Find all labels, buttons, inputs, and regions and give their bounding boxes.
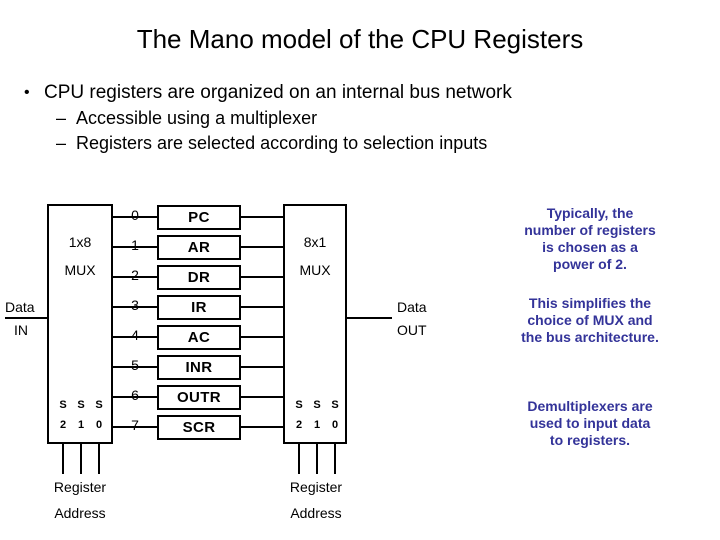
register-label: SCR	[182, 419, 216, 436]
right-register-address-caption-line2: Address	[290, 505, 342, 521]
port-index-2: 2	[131, 267, 139, 283]
bullet-list: • CPU registers are organized on an inte…	[14, 80, 704, 156]
left-mux-type-label: 1x8	[68, 234, 92, 250]
data-out-label-line1: Data	[397, 299, 427, 315]
port-index-0: 0	[131, 207, 139, 223]
register-to-mux-wire-5	[241, 366, 283, 368]
left-register-address-caption-line1: Register	[53, 479, 107, 495]
right-mux-select-number-0: 2	[295, 419, 303, 431]
right-mux-select-letter-2: S	[331, 399, 339, 411]
left-mux-select-wire-2	[98, 444, 100, 474]
left-mux-select-letter-0: S	[59, 399, 67, 411]
mux-to-register-wire-7	[113, 426, 157, 428]
port-index-3: 3	[131, 297, 139, 313]
bullet-level2-1-text: Registers are selected according to sele…	[76, 133, 488, 153]
left-mux-select-wire-0	[62, 444, 64, 474]
register-to-mux-wire-3	[241, 306, 283, 308]
register-box-pc: PC	[157, 205, 241, 230]
bullet-level2-1: – Registers are selected according to se…	[14, 131, 704, 156]
mux-to-register-wire-4	[113, 336, 157, 338]
bullet-dot-icon: •	[24, 84, 30, 101]
page-title: The Mano model of the CPU Registers	[136, 24, 584, 54]
port-index-7: 7	[131, 417, 139, 433]
register-label: DR	[187, 269, 211, 286]
register-box-dr: DR	[157, 265, 241, 290]
right-mux-box: 8x1 MUX	[283, 204, 347, 444]
register-to-mux-wire-0	[241, 216, 283, 218]
left-mux-select-number-0: 2	[59, 419, 67, 431]
register-box-ac: AC	[157, 325, 241, 350]
register-box-outr: OUTR	[157, 385, 241, 410]
data-out-label-line2: OUT	[397, 322, 427, 338]
data-in-label-line2: IN	[14, 322, 28, 338]
bullet-level2-0-text: Accessible using a multiplexer	[76, 108, 318, 128]
right-mux-select-number-2: 0	[331, 419, 339, 431]
register-to-mux-wire-6	[241, 396, 283, 398]
dash-marker-icon: –	[56, 133, 67, 153]
register-box-ir: IR	[157, 295, 241, 320]
right-mux-select-wire-1	[316, 444, 318, 474]
mux-to-register-wire-1	[113, 246, 157, 248]
bullet-level1-text: CPU registers are organized on an intern…	[44, 82, 512, 103]
left-mux-select-number-1: 1	[77, 419, 85, 431]
mux-to-register-wire-5	[113, 366, 157, 368]
register-box-inr: INR	[157, 355, 241, 380]
right-register-address-caption-line1: Register	[289, 479, 343, 495]
right-mux-select-letter-0: S	[295, 399, 303, 411]
port-index-4: 4	[131, 327, 139, 343]
left-mux-select-letter-2: S	[95, 399, 103, 411]
cpu-register-diagram: 1x8 MUX S S S 2 1 0 Register Address Dat…	[5, 204, 427, 521]
right-mux-name-label: MUX	[299, 262, 331, 278]
right-mux-select-wire-0	[298, 444, 300, 474]
register-to-mux-wire-4	[241, 336, 283, 338]
register-label: PC	[188, 209, 210, 226]
port-index-6: 6	[131, 387, 139, 403]
mux-to-register-wire-3	[113, 306, 157, 308]
mux-to-register-wire-2	[113, 276, 157, 278]
left-mux-select-wire-1	[80, 444, 82, 474]
left-register-address-caption-line2: Address	[54, 505, 106, 521]
register-to-mux-wire-7	[241, 426, 283, 428]
right-mux-select-letter-1: S	[313, 399, 321, 411]
bullet-level1: • CPU registers are organized on an inte…	[14, 80, 704, 106]
port-index-1: 1	[131, 237, 139, 253]
register-box-scr: SCR	[157, 415, 241, 440]
left-mux-select-letter-1: S	[77, 399, 85, 411]
register-box-ar: AR	[157, 235, 241, 260]
right-mux-select-number-1: 1	[313, 419, 321, 431]
data-in-wire	[5, 317, 48, 319]
dash-marker-icon: –	[56, 108, 67, 128]
register-to-mux-wire-2	[241, 276, 283, 278]
bullet-level2-0: – Accessible using a multiplexer	[14, 106, 704, 131]
data-out-wire	[347, 317, 392, 319]
right-mux-select-wire-2	[334, 444, 336, 474]
register-label: AR	[187, 239, 211, 256]
mux-to-register-wire-6	[113, 396, 157, 398]
register-label: AC	[187, 329, 211, 346]
left-mux-box: 1x8 MUX	[47, 204, 113, 444]
mux-to-register-wire-0	[113, 216, 157, 218]
data-in-label-line1: Data	[5, 299, 35, 315]
register-to-mux-wire-1	[241, 246, 283, 248]
register-label: OUTR	[176, 389, 222, 406]
register-label: IR	[191, 299, 207, 316]
port-index-5: 5	[131, 357, 139, 373]
right-mux-type-label: 8x1	[303, 234, 327, 250]
register-label: INR	[185, 359, 213, 376]
left-mux-name-label: MUX	[64, 262, 96, 278]
left-mux-select-number-2: 0	[95, 419, 103, 431]
